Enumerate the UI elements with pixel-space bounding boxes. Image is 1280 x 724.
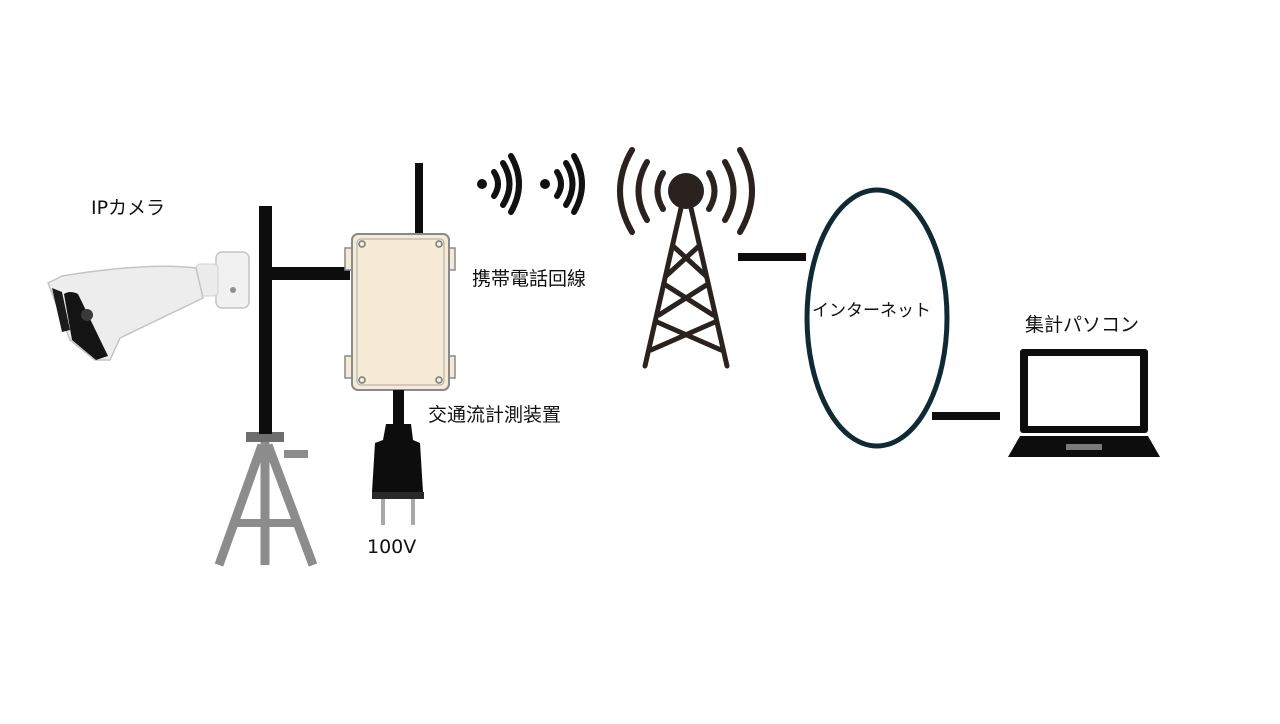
- internet-cloud: [804, 187, 950, 449]
- pc-label: 集計パソコン: [1025, 314, 1140, 336]
- device-antenna: [415, 163, 423, 238]
- enclosure-icon: [344, 233, 456, 391]
- camera-icon: [47, 251, 250, 361]
- mobile-network-label: 携帯電話回線: [472, 268, 587, 290]
- power-label: 100V: [367, 536, 417, 558]
- mounting-pole: [259, 206, 350, 434]
- tower-icon: [617, 147, 755, 369]
- internet-pc-link: [932, 412, 1000, 420]
- camera-label: IPカメラ: [91, 197, 166, 219]
- tripod-icon: [214, 432, 318, 567]
- laptop-icon: [1008, 349, 1160, 457]
- wifi-icon: [477, 153, 585, 215]
- plug-icon: [372, 390, 424, 525]
- tower-internet-link: [738, 253, 806, 261]
- internet-label: インターネット: [812, 301, 931, 321]
- device-label: 交通流計測装置: [428, 404, 562, 426]
